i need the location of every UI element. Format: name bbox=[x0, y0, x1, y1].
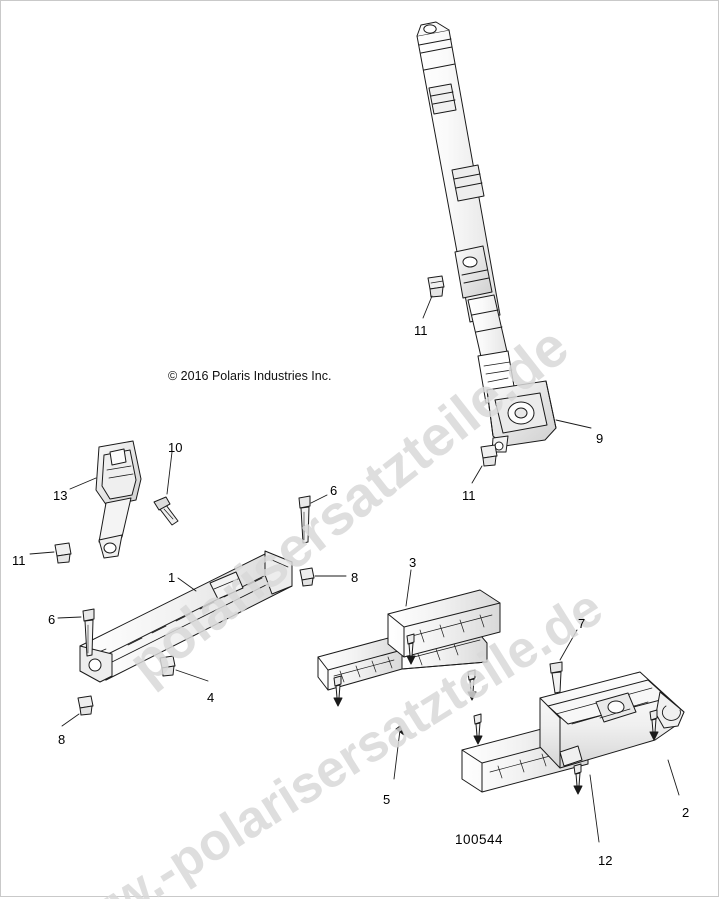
callout-11: 11 bbox=[462, 488, 476, 503]
callout-10: 10 bbox=[168, 440, 183, 455]
callout-8: 8 bbox=[351, 570, 359, 585]
callout-7: 7 bbox=[578, 616, 586, 631]
callout-12: 12 bbox=[598, 853, 613, 868]
callout-9: 9 bbox=[596, 431, 604, 446]
callout-8: 8 bbox=[58, 732, 66, 747]
callout-3: 3 bbox=[409, 555, 417, 570]
callout-6: 6 bbox=[48, 612, 56, 627]
callout-1: 1 bbox=[168, 570, 176, 585]
callout-13: 13 bbox=[53, 488, 68, 503]
callout-11: 11 bbox=[414, 323, 428, 338]
callout-2: 2 bbox=[682, 805, 690, 820]
callout-6: 6 bbox=[330, 483, 338, 498]
copyright-notice: © 2016 Polaris Industries Inc. bbox=[168, 369, 332, 383]
callout-4: 4 bbox=[207, 690, 215, 705]
callout-11: 11 bbox=[12, 553, 26, 568]
diagram-part-number: 100544 bbox=[455, 832, 504, 847]
callout-5: 5 bbox=[383, 792, 391, 807]
